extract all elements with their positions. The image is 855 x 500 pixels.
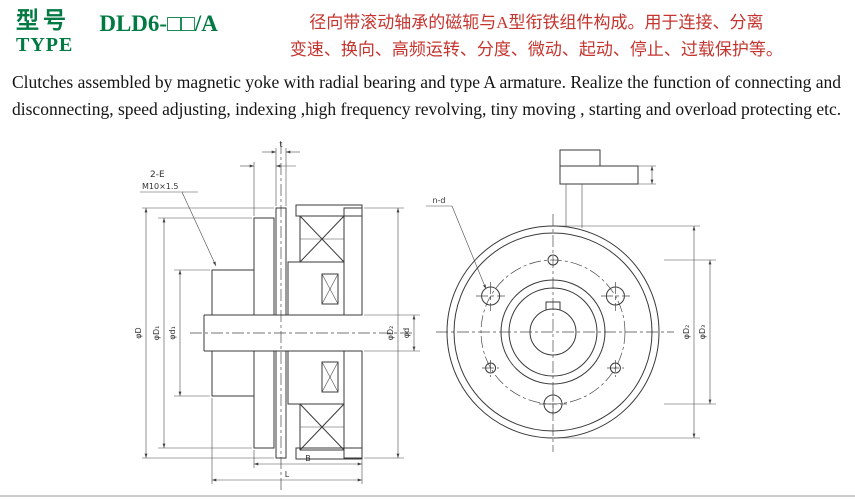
dim-width: B [253, 450, 363, 468]
leader-nd-label: n-d [432, 196, 445, 205]
keyway [545, 301, 561, 310]
dim-outer-label: φD [134, 327, 143, 338]
dim-yoke-label: φD₂ [386, 326, 395, 341]
coil-section [321, 273, 339, 393]
dim-bolt-circle-label: φD₃ [698, 325, 707, 340]
dim-flange-diameter: φD₁ [152, 217, 252, 449]
desc-cn-line2: 变速、换向、高频运转、分度、微动、起动、停止、过载保护等。 [289, 40, 783, 60]
leader-tapped-holes: 2-E M10×1.5 [140, 170, 217, 267]
dim-top-secondary [240, 162, 296, 216]
bearing-cap-top [295, 204, 363, 217]
description-chinese: 径向带滚动轴承的磁轭与A型衔铁组件构成。用于连接、分离 变速、换向、高频运转、分… [218, 9, 845, 63]
type-label-cn: 型号 [16, 8, 70, 33]
leader-thread-label: M10×1.5 [142, 182, 179, 191]
desc-cn-line1: 径向带滚动轴承的磁轭与A型衔铁组件构成。用于连接、分离 [309, 13, 764, 32]
flange-section [253, 217, 275, 449]
technical-drawing: 2-E M10×1.5 φD φD₁ [0, 128, 855, 500]
dim-width-label: B [305, 454, 311, 463]
terminal-block [559, 149, 656, 228]
leader-hole-label: 2-E [150, 170, 165, 180]
dim-length-label: L [285, 470, 290, 479]
bearing-bottom [299, 403, 345, 451]
desc-en-line1: Clutches assembled by magnetic yoke with… [12, 72, 842, 93]
bearing-top [299, 215, 345, 263]
dim-bolt-circle: φD₃ [664, 259, 716, 405]
dim-flange-label: φD₁ [152, 326, 161, 341]
dim-disc-thickness: t [262, 140, 300, 206]
dim-hub-diameter: φd₁ [168, 269, 210, 397]
type-block: 型号 TYPE [16, 8, 73, 56]
dim-bore-label: φd [402, 328, 411, 338]
dim-front-outer: φD₂ [553, 225, 700, 439]
yoke-sleeve-section [343, 207, 363, 459]
description-english: Clutches assembled by magnetic yoke with… [0, 63, 855, 122]
dim-disc-t-label: t [279, 140, 282, 149]
section-view: 2-E M10×1.5 φD φD₁ [134, 140, 420, 490]
bolt-holes-large [476, 282, 630, 418]
dim-hub-label: φd₁ [168, 326, 177, 340]
friction-disc-section [275, 207, 287, 459]
dim-yoke-diameter: φD₂ [364, 207, 404, 459]
front-centerlines [436, 214, 674, 452]
header: 型号 TYPE DLD6-□□/A 径向带滚动轴承的磁轭与A型衔铁组件构成。用于… [0, 0, 855, 63]
bolt-circle [480, 259, 626, 405]
dim-bore-diameter: φd [364, 314, 420, 352]
model-number: DLD6-□□/A [99, 11, 218, 36]
leader-nd: n-d [426, 196, 487, 290]
type-label-en: TYPE [16, 34, 74, 57]
drawing-svg: 2-E M10×1.5 φD φD₁ [0, 140, 855, 497]
section-centerlines [190, 142, 412, 490]
desc-en-line2: disconnecting, speed adjusting, indexing… [12, 98, 842, 119]
dim-front-outer-label: φD₂ [682, 325, 691, 340]
dim-outer-diameter: φD [134, 207, 274, 459]
dim-length: L [211, 398, 363, 484]
front-view: n-d φD₂ [426, 149, 716, 452]
bolt-holes-small [482, 254, 624, 377]
